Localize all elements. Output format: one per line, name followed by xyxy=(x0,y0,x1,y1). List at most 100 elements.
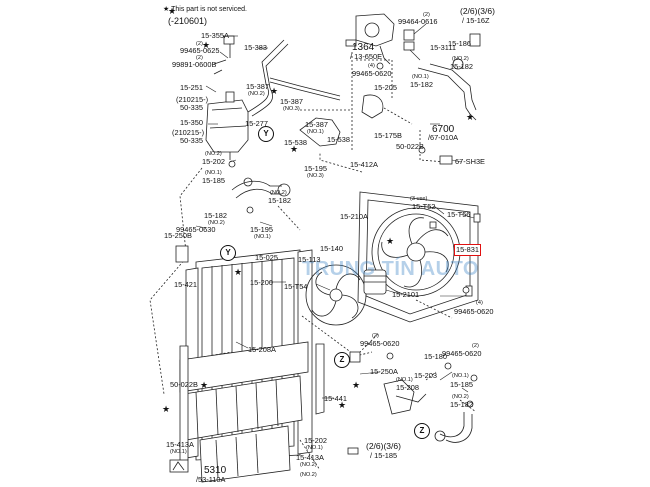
part-label: 15-140 xyxy=(320,244,344,253)
part-label: 99464-0616 xyxy=(398,17,438,26)
part-label: 15-387 xyxy=(246,82,270,91)
svg-text:★: ★ xyxy=(386,236,394,246)
fan-shroud xyxy=(357,191,479,323)
part-label: 15-182 xyxy=(268,196,292,205)
part-label: 99465-0620 xyxy=(360,339,400,348)
part-label: 99465-0630 xyxy=(176,225,216,234)
part-label: 99465-0620 xyxy=(352,69,392,78)
service-note: ★ This part is not serviced. xyxy=(163,5,247,13)
part-label: 15-421 xyxy=(174,280,198,289)
part-label: 15-208A xyxy=(248,345,276,354)
part-variant: (NO.2) xyxy=(248,91,265,97)
watermark: TRUNG TÍN AUTO xyxy=(302,258,479,280)
svg-text:★: ★ xyxy=(200,380,208,390)
part-label: 15-277 xyxy=(245,119,269,128)
svg-text:★: ★ xyxy=(466,112,474,122)
part-variant: (NO.2) xyxy=(452,394,469,400)
part-label: 15-2101 xyxy=(392,290,420,299)
part-label: 15-413A xyxy=(166,440,194,449)
group-ref[interactable]: 6700 xyxy=(432,124,455,135)
upper-radiator-hose xyxy=(417,33,481,121)
part-variant: (NO.3) xyxy=(307,173,324,179)
fan-blade xyxy=(305,264,367,326)
group-ref-sub: /67-010A xyxy=(428,133,458,142)
group-ref[interactable]: 1364 xyxy=(352,42,375,53)
part-label: 15-182 xyxy=(450,400,474,409)
part-label: 15-025 xyxy=(255,253,279,262)
lower-radiator-hose xyxy=(231,177,473,443)
badge-y-left: Y xyxy=(220,245,236,261)
svg-text:★: ★ xyxy=(270,86,278,96)
part-label: 15-180 xyxy=(424,352,448,361)
part-label: 15-3111 xyxy=(430,43,457,52)
group-ref[interactable]: (2/6)(3/6) xyxy=(460,6,495,16)
part-label: 50-022B xyxy=(396,142,424,151)
part-label: 15-250A xyxy=(370,367,398,376)
part-label: 15-185 xyxy=(450,380,474,389)
part-variant: (NO.1) xyxy=(307,129,324,135)
part-label: 99891-0600B xyxy=(172,60,217,69)
part-label: 15-251 xyxy=(180,83,204,92)
part-qty: (2) xyxy=(423,12,430,18)
part-variant: (NO.1) xyxy=(396,377,413,383)
badge-z-left: Z xyxy=(334,352,350,368)
part-label: 50-022B xyxy=(170,380,198,389)
part-label: 15-355A xyxy=(201,31,229,40)
part-qty: (2) xyxy=(196,41,203,47)
part-label: 15-T52 xyxy=(412,202,436,211)
group-ref[interactable]: 5310 xyxy=(204,465,227,476)
part-qty: (4) xyxy=(368,63,375,69)
svg-text:★: ★ xyxy=(168,6,176,16)
svg-text:★: ★ xyxy=(338,400,346,410)
part-variant: (NO.2) xyxy=(452,56,469,62)
part-label: 15-195 xyxy=(250,225,274,234)
part-label: 15-387 xyxy=(305,120,329,129)
part-label: 15-113 xyxy=(298,255,321,264)
part-label: 15-200 xyxy=(250,278,274,287)
part-variant: (NO.2) xyxy=(208,220,225,226)
part-label: 15-538 xyxy=(327,135,351,144)
part-label: 15-182 xyxy=(450,62,474,71)
svg-text:★: ★ xyxy=(234,267,242,277)
radiator-lower-bracket xyxy=(179,341,309,483)
part-label: (210215-) xyxy=(176,95,209,104)
part-label: 99465-0620 xyxy=(454,307,494,316)
part-label: 15-350 xyxy=(180,118,204,127)
part-qty: (4) xyxy=(476,300,483,306)
part-label: 15-202 xyxy=(202,157,226,166)
part-variant: (NO.1) xyxy=(254,234,271,240)
part-label: 15-413A xyxy=(296,453,324,462)
part-qty: (3 use) xyxy=(410,196,428,202)
part-variant: (NO.1) xyxy=(306,445,323,451)
svg-text:★: ★ xyxy=(290,144,298,154)
part-label: 15-538 xyxy=(284,138,308,147)
part-qty: (2) xyxy=(196,55,203,61)
service-note-text: This part is not serviced. xyxy=(171,6,247,13)
svg-text:★: ★ xyxy=(352,380,360,390)
fan-motor xyxy=(363,269,387,295)
part-label: (210215-) xyxy=(172,128,205,137)
part-label: 15-175B xyxy=(374,131,402,140)
part-label: 67-SH3E xyxy=(455,157,485,166)
star-icon: ★ xyxy=(163,6,170,13)
part-label: 15-182 xyxy=(410,80,434,89)
part-label: 15-441 xyxy=(324,394,348,403)
group-ref[interactable]: (2/6)(3/6) xyxy=(366,441,401,451)
part-label: 15-205 xyxy=(374,83,398,92)
part-label: 15-387 xyxy=(280,97,304,106)
part-label: 15-182 xyxy=(204,211,228,220)
badge-y-top: Y xyxy=(258,126,274,142)
part-label: 15-383 xyxy=(244,43,268,52)
part-label: 50-335 xyxy=(180,136,204,145)
part-variant: (NO.2) xyxy=(205,151,222,157)
svg-text:★: ★ xyxy=(162,404,170,414)
part-variant: (NO.1) xyxy=(205,170,222,176)
part-label: 50-335 xyxy=(180,103,204,112)
group-ref-sub: / 15-16Z xyxy=(462,16,490,25)
part-label: 15-412A xyxy=(350,160,378,169)
part-variant: (NO.3) xyxy=(283,106,300,112)
thermostat-housing xyxy=(355,13,415,65)
reservoir-tank xyxy=(205,91,249,168)
highlighted-part-15-831[interactable]: 15-831 xyxy=(454,244,481,256)
